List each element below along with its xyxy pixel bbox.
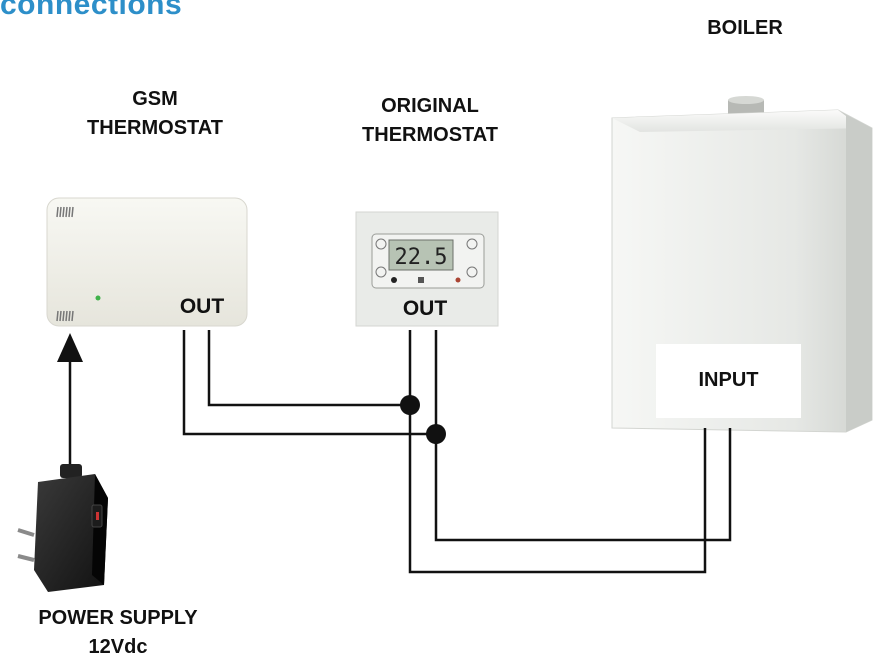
junction-node-1 <box>400 395 420 415</box>
power-supply-label: POWER SUPPLY 12Vdc <box>0 604 236 662</box>
boiler-label: BOILER <box>685 14 805 43</box>
junction-node-2 <box>426 424 446 444</box>
original-out-label: OUT <box>402 297 448 320</box>
wire-gsm-inner <box>207 330 410 407</box>
arrow-up-icon <box>57 333 83 362</box>
input-label: INPUT <box>698 369 759 391</box>
gsm-thermostat-device <box>46 197 248 327</box>
wires <box>182 330 732 574</box>
wire-gsm-outer <box>182 330 732 542</box>
power-supply-image <box>17 464 108 592</box>
gsm-thermostat-label: GSM THERMOSTAT <box>40 85 270 143</box>
gsm-label-line1: GSM <box>132 88 178 110</box>
boiler-label-text: BOILER <box>707 17 783 39</box>
original-label-line1: ORIGINAL <box>381 95 479 117</box>
original-label-line2: THERMOSTAT <box>362 124 498 146</box>
original-thermostat-device: 22.5 <box>355 211 499 327</box>
input-terminal-box <box>656 344 801 418</box>
psu-label-line1: POWER SUPPLY <box>38 607 198 629</box>
gsm-label-line2: THERMOSTAT <box>87 117 223 139</box>
wire-original-left <box>408 330 707 574</box>
thermostat-temp-readout: 22.5 <box>395 245 448 270</box>
status-led-icon <box>95 295 101 301</box>
gsm-out-label: OUT <box>179 295 225 318</box>
page-title: connections <box>0 0 183 21</box>
psu-label-line2: 12Vdc <box>88 636 148 658</box>
original-thermostat-label: ORIGINAL THERMOSTAT <box>320 92 540 150</box>
